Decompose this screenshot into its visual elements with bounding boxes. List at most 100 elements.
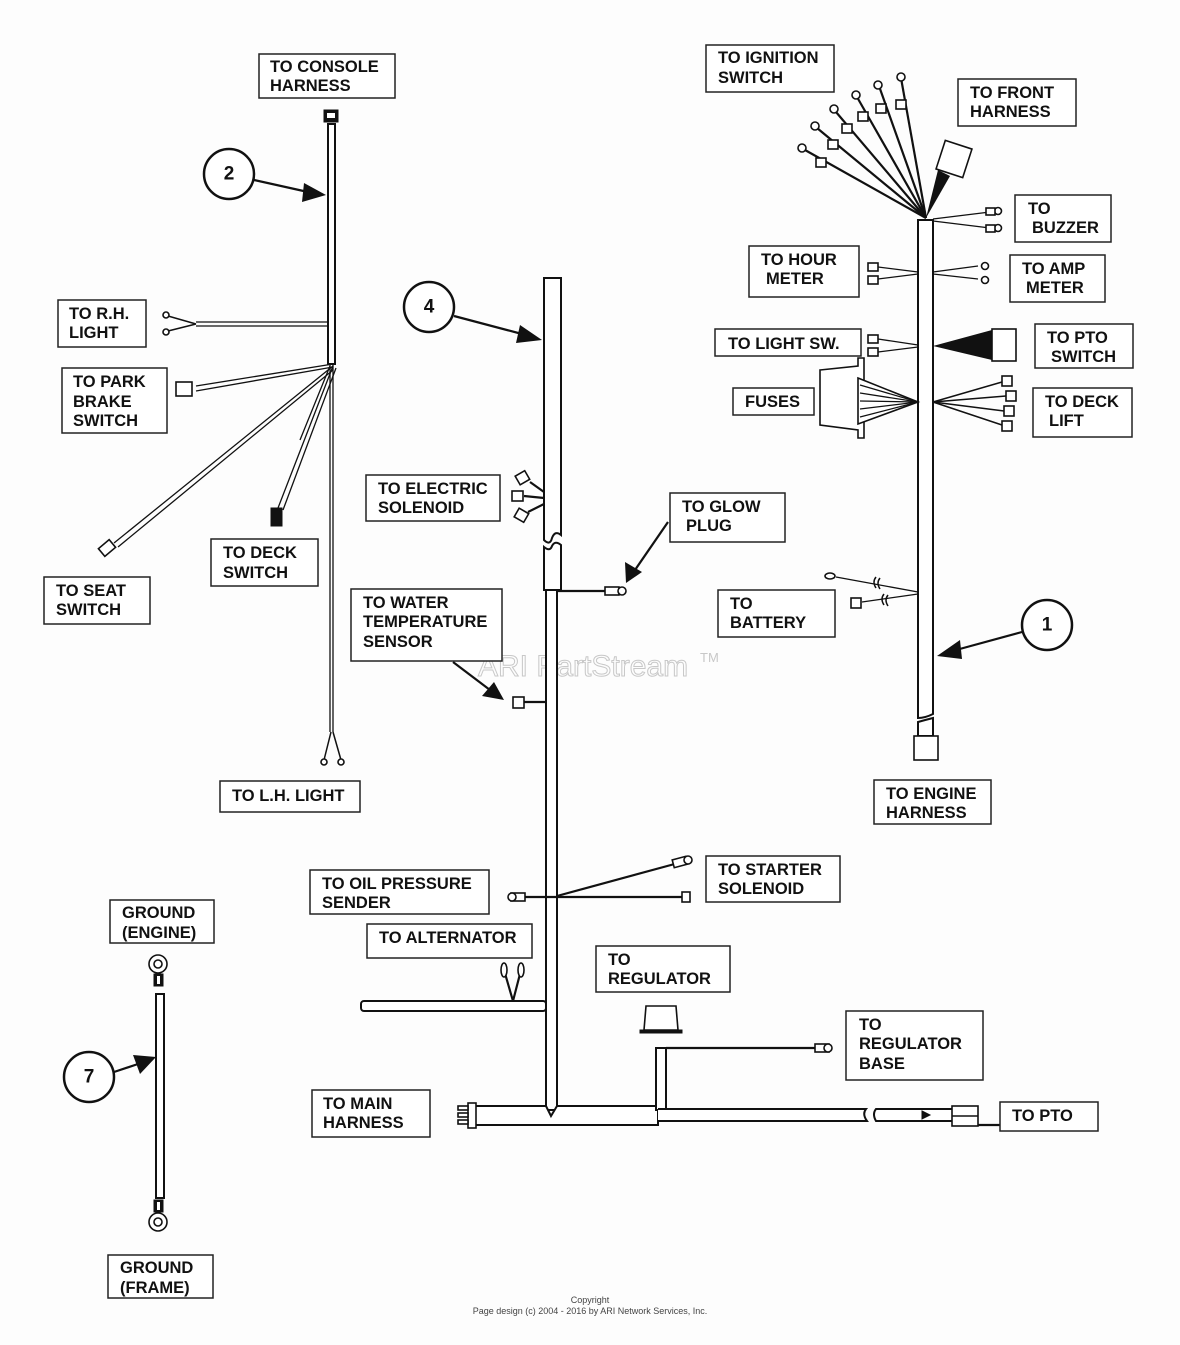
svg-text:TO: TO xyxy=(730,595,753,613)
svg-text:TO: TO xyxy=(608,951,631,969)
label-hour-meter: TO HOUR METER xyxy=(748,245,860,298)
svg-text:SOLENOID: SOLENOID xyxy=(378,499,464,517)
svg-text:SWITCH: SWITCH xyxy=(718,69,783,87)
console-connector-icon xyxy=(323,109,339,123)
svg-text:TO STARTER: TO STARTER xyxy=(718,861,822,879)
harness-2-trunk xyxy=(327,123,336,365)
svg-text:SWITCH: SWITCH xyxy=(223,564,288,582)
label-engine-harness: TO ENGINE HARNESS xyxy=(873,779,992,825)
battery-wires xyxy=(824,572,919,609)
arrow-icon xyxy=(625,562,642,583)
svg-text:SOLENOID: SOLENOID xyxy=(718,880,804,898)
svg-text:TO PTO: TO PTO xyxy=(1012,1107,1073,1125)
svg-text:TO GLOW: TO GLOW xyxy=(682,498,761,516)
label-deck-switch: TO DECK SWITCH xyxy=(210,538,319,587)
svg-text:(ENGINE): (ENGINE) xyxy=(122,924,196,942)
label-console-harness: TO CONSOLE HARNESS xyxy=(258,53,396,99)
arrow-icon xyxy=(302,183,326,202)
deck-switch-wire xyxy=(277,365,334,509)
svg-text:(FRAME): (FRAME) xyxy=(120,1279,190,1297)
callout-2-number: 2 xyxy=(224,164,235,185)
harness-1-trunk xyxy=(917,219,934,720)
label-fuses: FUSES xyxy=(732,387,815,416)
label-ground-engine: GROUND (ENGINE) xyxy=(109,899,215,944)
deck-switch-connector-icon xyxy=(270,507,283,527)
svg-text:SENSOR: SENSOR xyxy=(363,633,433,651)
label-ignition-switch: TO IGNITION SWITCH xyxy=(705,44,835,93)
arrow-icon xyxy=(133,1055,156,1074)
svg-text:TO CONSOLE: TO CONSOLE xyxy=(270,58,379,76)
watermark: ARI PartStream TM xyxy=(478,650,719,684)
water-temp-connector-icon xyxy=(512,696,525,709)
svg-text:BASE: BASE xyxy=(859,1055,905,1073)
harness-4-trunk xyxy=(545,589,558,1111)
svg-text:TO OIL PRESSURE: TO OIL PRESSURE xyxy=(322,875,472,893)
deck-lift-wires xyxy=(932,375,1017,432)
harness-4-upper xyxy=(543,277,562,544)
svg-text:TO HOUR: TO HOUR xyxy=(761,251,837,269)
harness-1 xyxy=(797,72,1017,761)
svg-text:BUZZER: BUZZER xyxy=(1032,219,1099,237)
callout-7-number: 7 xyxy=(84,1067,95,1088)
seat-switch-connector-icon xyxy=(97,538,117,558)
label-seat-switch: TO SEAT SWITCH xyxy=(43,576,151,625)
watermark-tm: TM xyxy=(700,650,719,665)
ground-cable-7 xyxy=(148,954,168,1232)
svg-text:TO: TO xyxy=(1028,200,1051,218)
light-sw-wire xyxy=(877,338,919,346)
svg-text:TO PTO: TO PTO xyxy=(1047,329,1108,347)
alternator-terminal-icon xyxy=(500,962,508,978)
label-battery: TO BATTERY xyxy=(717,589,836,638)
svg-text:HARNESS: HARNESS xyxy=(323,1114,404,1132)
watermark-text: ARI PartStream xyxy=(478,650,688,683)
svg-text:LIFT: LIFT xyxy=(1049,412,1084,430)
svg-text:METER: METER xyxy=(766,270,824,288)
svg-text:TO ALTERNATOR: TO ALTERNATOR xyxy=(379,929,517,947)
label-lh-light: TO L.H. LIGHT xyxy=(219,780,361,813)
svg-text:TO AMP: TO AMP xyxy=(1022,260,1085,278)
callout-1: 1 xyxy=(937,598,1074,659)
svg-text:TO ELECTRIC: TO ELECTRIC xyxy=(378,480,488,498)
svg-text:SWITCH: SWITCH xyxy=(73,412,138,430)
svg-text:SENDER: SENDER xyxy=(322,894,391,912)
svg-text:TO PARK: TO PARK xyxy=(73,373,146,391)
front-harness-connector-icon xyxy=(926,139,973,218)
label-pto: TO PTO xyxy=(999,1101,1099,1132)
svg-text:GROUND: GROUND xyxy=(120,1259,193,1277)
callout-1-number: 1 xyxy=(1042,615,1053,636)
svg-text:FUSES: FUSES xyxy=(745,393,800,411)
svg-text:GROUND: GROUND xyxy=(122,904,195,922)
svg-text:TO SEAT: TO SEAT xyxy=(56,582,126,600)
label-park-brake-switch: TO PARK BRAKE SWITCH xyxy=(61,367,168,434)
deck-lift-connector-icon xyxy=(1001,375,1013,387)
callout-2: 2 xyxy=(202,147,326,202)
footer-copyright: Copyright xyxy=(570,1295,610,1305)
callout-4: 4 xyxy=(402,280,542,343)
engine-harness-connector-icon xyxy=(913,735,939,761)
alternator-branch xyxy=(360,1000,547,1012)
label-regulator-base: TO REGULATOR BASE xyxy=(845,1010,984,1081)
svg-text:REGULATOR: REGULATOR xyxy=(859,1035,962,1053)
svg-text:SWITCH: SWITCH xyxy=(1051,348,1116,366)
seat-switch-wire xyxy=(113,365,334,544)
label-water-temperature-sensor: TO WATER TEMPERATURE SENSOR xyxy=(350,588,503,662)
callout-7: 7 xyxy=(62,1050,156,1104)
rh-light-terminal-icon xyxy=(162,311,170,319)
label-rh-light: TO R.H. LIGHT xyxy=(57,299,147,348)
diode-icon xyxy=(921,1110,932,1120)
main-harness-connector-icon xyxy=(467,1102,477,1129)
arrow-icon xyxy=(516,325,542,343)
label-ground-frame: GROUND (FRAME) xyxy=(107,1254,214,1299)
electric-solenoid-connectors-icon xyxy=(511,469,545,524)
svg-text:LIGHT: LIGHT xyxy=(69,324,119,342)
svg-text:TO DECK: TO DECK xyxy=(1045,393,1119,411)
buzzer-wire xyxy=(932,211,991,220)
label-deck-lift: TO DECK LIFT xyxy=(1032,387,1133,438)
label-pto-switch: TO PTO SWITCH xyxy=(1034,323,1134,369)
regulator-branch xyxy=(655,1047,667,1111)
ignition-switch-wires xyxy=(797,72,928,219)
svg-text:PLUG: PLUG xyxy=(686,517,732,535)
main-bottom-harness xyxy=(474,1105,659,1126)
label-starter-solenoid: TO STARTER SOLENOID xyxy=(705,855,841,903)
svg-text:TO R.H.: TO R.H. xyxy=(69,305,129,323)
